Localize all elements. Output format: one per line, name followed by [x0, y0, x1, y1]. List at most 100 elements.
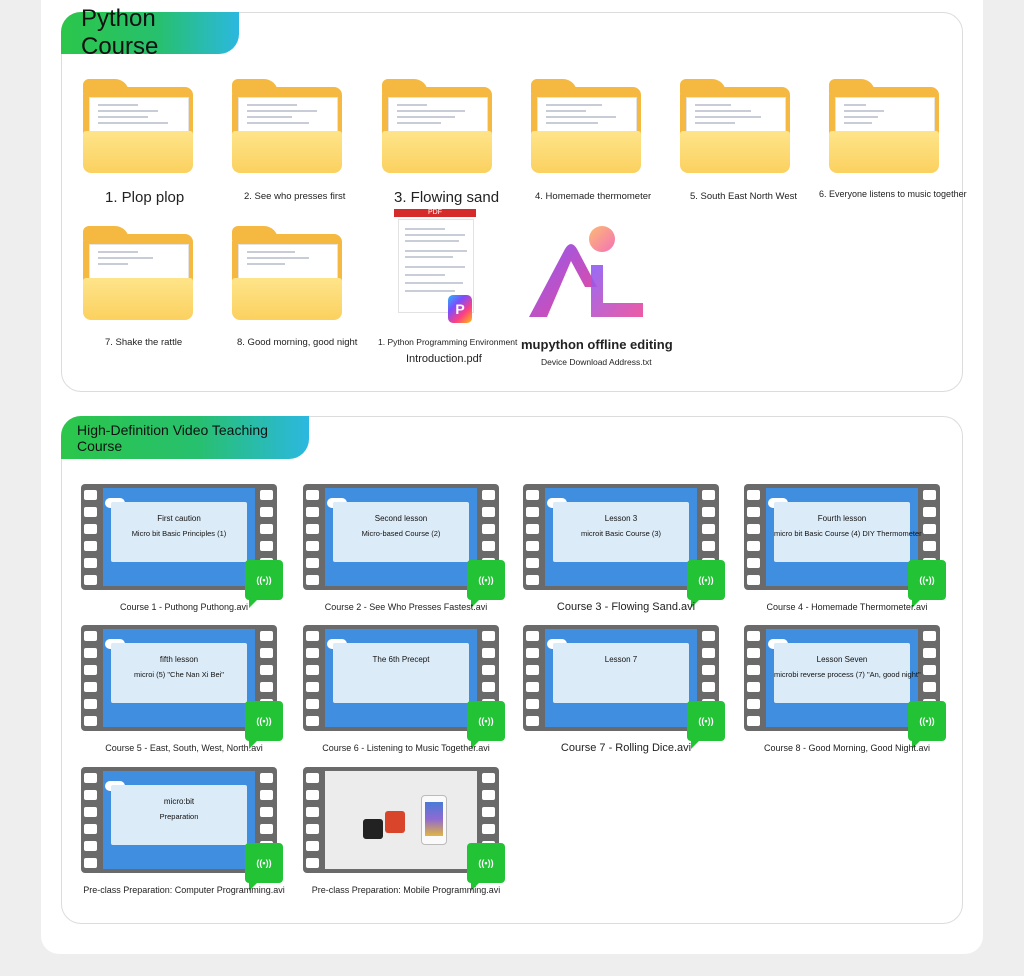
- video-screen-subtitle: Micro bit Basic Principles (1): [131, 529, 227, 538]
- folder-item-1[interactable]: 1. Plop plop: [83, 79, 213, 212]
- video-label: Course 5 - East, South, West, North.avi: [105, 743, 263, 753]
- folder-item-8[interactable]: 8. Good morning, good night: [232, 226, 362, 359]
- video-screen-subtitle: microit Basic Course (3): [580, 529, 662, 538]
- video-screen-title: Lesson Seven: [816, 655, 868, 664]
- video-play-badge-icon: ((•)): [245, 701, 283, 749]
- folder-label: 5. South East North West: [690, 191, 798, 202]
- folder-item-2[interactable]: 2. See who presses first: [232, 79, 362, 212]
- video-screen-title: Fourth lesson: [817, 514, 867, 523]
- video-screen-title: The 6th Precept: [372, 655, 430, 664]
- video-screen-subtitle: microi (5) "Che Nan Xi Bei": [134, 670, 224, 679]
- video-thumbnail: [303, 767, 499, 873]
- video-photo-frame: [325, 771, 477, 869]
- mupython-item[interactable]: mupython offline editing Device Download…: [517, 221, 677, 381]
- video-label: Course 3 - Flowing Sand.avi: [556, 601, 696, 613]
- pdf-label-line1: 1. Python Programming Environment: [378, 337, 518, 347]
- video-screen: The 6th Precept: [325, 629, 477, 727]
- video-thumbnail: fifth lesson microi (5) "Che Nan Xi Bei": [81, 625, 277, 731]
- video-thumbnail: Lesson 3 microit Basic Course (3): [523, 484, 719, 590]
- folder-icon: [232, 226, 342, 320]
- folder-icon: [83, 226, 193, 320]
- video-play-badge-icon: ((•)): [467, 701, 505, 749]
- video-screen-subtitle: Micro-based Course (2): [361, 529, 441, 538]
- folder-label: 1. Plop plop: [105, 189, 185, 206]
- mupython-logo-icon: [529, 226, 643, 317]
- video-screen-title: First caution: [157, 514, 201, 523]
- video-label: Pre-class Preparation: Computer Programm…: [83, 885, 285, 895]
- folder-item-7[interactable]: 7. Shake the rattle: [83, 226, 213, 359]
- video-item[interactable]: fifth lesson microi (5) "Che Nan Xi Bei" (…: [81, 625, 299, 753]
- folder-label: 2. See who presses first: [244, 191, 346, 202]
- folder-label: 8. Good morning, good night: [237, 337, 358, 348]
- page-container: Python Course 1. Plop plop 2. See who pr…: [41, 0, 983, 954]
- video-item[interactable]: Lesson 3 microit Basic Course (3) ((•))Cou…: [523, 484, 741, 613]
- video-thumbnail: Lesson Seven microbi reverse process (7) …: [744, 625, 940, 731]
- video-screen: Lesson Seven microbi reverse process (7) …: [766, 629, 921, 727]
- video-screen: Lesson 7: [545, 629, 697, 727]
- video-play-badge-icon: ((•)): [908, 560, 946, 608]
- video-thumbnail: Lesson 7: [523, 625, 719, 731]
- video-play-badge-icon: ((•)): [908, 701, 946, 749]
- video-label: Course 8 - Good Morning, Good Night.avi: [763, 743, 931, 753]
- video-item[interactable]: ((•))Pre-class Preparation: Mobile Progr…: [303, 767, 521, 895]
- folder-item-6[interactable]: 6. Everyone listens to music together: [819, 79, 967, 212]
- video-label: Course 7 - Rolling Dice.avi: [560, 742, 692, 754]
- video-item[interactable]: Lesson 7 ((•))Course 7 - Rolling Dice.avi: [523, 625, 741, 754]
- video-screen: Fourth lesson micro bit Basic Course (4) …: [766, 488, 922, 586]
- mupython-label-line2: Device Download Address.txt: [541, 357, 652, 367]
- folder-icon: [829, 79, 939, 173]
- video-screen-title: Lesson 3: [604, 514, 638, 523]
- app-p-icon: P: [448, 295, 472, 323]
- folder-icon: [680, 79, 790, 173]
- video-thumbnail: Fourth lesson micro bit Basic Course (4) …: [744, 484, 940, 590]
- video-label: Course 6 - Listening to Music Together.a…: [322, 743, 490, 753]
- folder-item-3[interactable]: 3. Flowing sand: [382, 79, 512, 212]
- folder-icon: [232, 79, 342, 173]
- video-play-badge-icon: ((•)): [467, 843, 505, 891]
- folder-icon: [382, 79, 492, 173]
- video-item[interactable]: The 6th Precept ((•))Course 6 - Listening…: [303, 625, 521, 753]
- video-play-badge-icon: ((•)): [687, 701, 725, 749]
- video-play-badge-icon: ((•)): [245, 843, 283, 891]
- video-screen: fifth lesson microi (5) "Che Nan Xi Bei": [103, 629, 255, 727]
- pdf-file-item[interactable]: PDF P 1. Python Programming Environment …: [372, 209, 522, 369]
- video-label: Course 2 - See Who Presses Fastest.avi: [324, 602, 488, 612]
- folder-item-5[interactable]: 5. South East North West: [680, 79, 810, 212]
- folder-icon: [531, 79, 641, 173]
- folder-label: 3. Flowing sand: [394, 189, 500, 206]
- video-item[interactable]: Fourth lesson micro bit Basic Course (4) …: [744, 484, 962, 612]
- video-screen-title: micro:bit: [163, 797, 195, 806]
- pdf-badge-label: PDF: [394, 209, 476, 217]
- video-play-badge-icon: ((•)): [245, 560, 283, 608]
- folder-label: 6. Everyone listens to music together: [819, 189, 967, 199]
- video-label: Course 1 - Puthong Puthong.avi: [119, 602, 249, 612]
- video-play-badge-icon: ((•)): [687, 560, 725, 608]
- video-screen-title: fifth lesson: [159, 655, 199, 664]
- folder-label: 4. Homemade thermometer: [535, 191, 652, 202]
- pdf-label-line2: Introduction.pdf: [406, 353, 482, 365]
- video-screen-subtitle: Preparation: [159, 812, 199, 821]
- video-item[interactable]: Lesson Seven microbi reverse process (7) …: [744, 625, 962, 753]
- folder-label: 7. Shake the rattle: [105, 337, 183, 348]
- video-thumbnail: The 6th Precept: [303, 625, 499, 731]
- video-label: Pre-class Preparation: Mobile Programmin…: [311, 885, 501, 895]
- video-play-badge-icon: ((•)): [467, 560, 505, 608]
- video-screen-subtitle: micro bit Basic Course (4) DIY Thermomet…: [774, 529, 922, 538]
- pdf-file-icon: PDF P: [394, 209, 478, 323]
- video-screen-title: Lesson 7: [604, 655, 638, 664]
- mupython-label-line1: mupython offline editing: [521, 337, 673, 352]
- video-screen-subtitle: microbi reverse process (7) "An, good ni…: [774, 670, 921, 679]
- folder-item-4[interactable]: 4. Homemade thermometer: [531, 79, 661, 212]
- folder-icon: [83, 79, 193, 173]
- video-course-title: High-Definition Video Teaching Course: [61, 416, 309, 459]
- video-screen: Lesson 3 microit Basic Course (3): [545, 488, 697, 586]
- python-course-panel: Python Course 1. Plop plop 2. See who pr…: [61, 5, 967, 392]
